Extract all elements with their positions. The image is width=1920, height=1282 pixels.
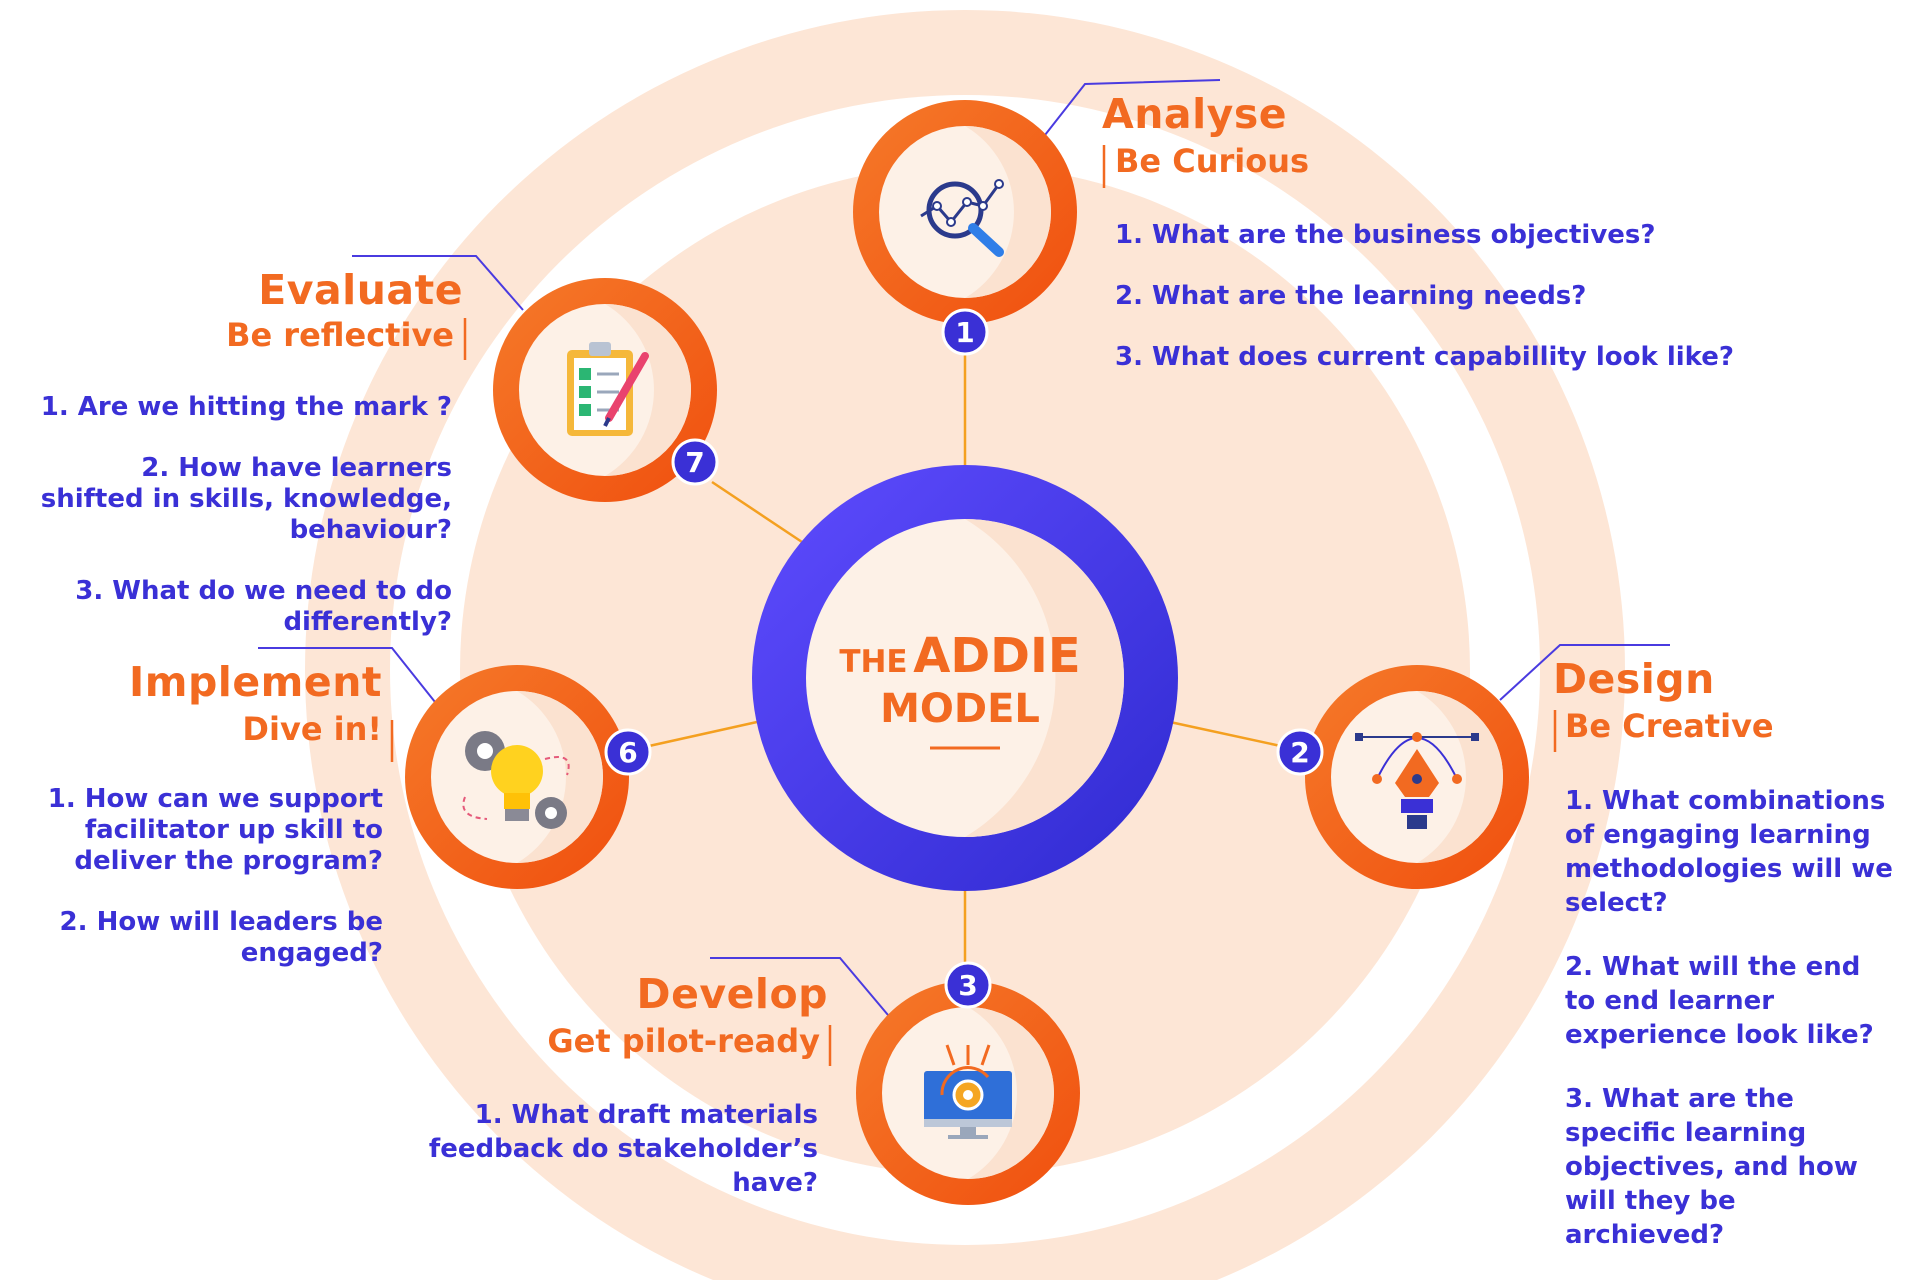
develop-title: Develop [636, 970, 828, 1018]
analyse-ring-shade [965, 126, 1051, 298]
evaluate-number-badge: 7 [671, 438, 719, 486]
callout-lines [258, 79, 1670, 1016]
pen-tool-icon [1355, 732, 1479, 829]
stage-node-implement: 6 [405, 665, 652, 889]
clipboard-checklist-icon [567, 342, 649, 436]
develop-question-1: 1. What draft materials feedback do stak… [428, 1100, 818, 1198]
monitor-gear-icon [924, 1044, 1012, 1139]
develop-subtitle: Get pilot-ready [547, 1022, 820, 1060]
center-title-the: THE [839, 644, 908, 680]
connector-lines [639, 345, 1291, 965]
evaluate-number: 7 [685, 446, 704, 479]
center-title-model: MODEL [880, 686, 1040, 732]
design-question-1: 1. What combinations of engaging learnin… [1565, 786, 1893, 918]
analyse-subtitle: Be Curious [1115, 142, 1310, 180]
implement-questions: 1. How can we support facilitator up ski… [15, 784, 383, 999]
evaluate-question-3: 3. What do we need to do differently? [75, 576, 452, 637]
evaluate-question-2: 2. How have learners shifted in skills, … [40, 453, 452, 545]
implement-subtitle: Dive in! [242, 710, 382, 748]
center-title-addie: ADDIE [913, 628, 1081, 684]
analyse-questions: 1. What are the business objectives? 2. … [1115, 220, 1735, 403]
analyse-title: Analyse [1102, 90, 1288, 138]
implement-question-2: 2. How will leaders be engaged? [59, 907, 383, 968]
implement-number: 6 [618, 736, 637, 769]
center-title: THE ADDIE MODEL [820, 628, 1100, 732]
design-ring-shade [1417, 691, 1503, 863]
implement-title: Implement [128, 658, 382, 706]
implement-question-1: 1. How can we support facilitator up ski… [47, 784, 383, 876]
evaluate-questions: 1. Are we hitting the mark ? 2. How have… [40, 392, 452, 668]
implement-ring-shade [517, 691, 603, 863]
design-subtitle: Be Creative [1565, 707, 1774, 745]
center-hub [752, 465, 1178, 891]
stage-node-analyse: 1 [853, 100, 1077, 356]
analyse-question-2: 2. What are the learning needs? [1115, 281, 1587, 311]
analyse-question-1: 1. What are the business objectives? [1115, 220, 1656, 250]
evaluate-subtitle: Be reflective [226, 316, 454, 354]
evaluate-question-1: 1. Are we hitting the mark ? [40, 392, 452, 422]
analyse-number: 1 [955, 316, 974, 349]
develop-number: 3 [958, 969, 977, 1002]
analytics-magnifier-icon [920, 179, 1004, 257]
stage-node-evaluate: 7 [493, 278, 719, 502]
design-number: 2 [1290, 736, 1309, 769]
develop-ring-shade [968, 1007, 1054, 1179]
design-number-badge: 2 [1276, 728, 1324, 776]
evaluate-title: Evaluate [258, 266, 463, 314]
subtitle-bars [390, 145, 1557, 1066]
design-title: Design [1553, 655, 1715, 703]
implement-number-badge: 6 [604, 728, 652, 776]
design-questions: 1. What combinations of engaging learnin… [1565, 784, 1895, 1282]
develop-questions: 1. What draft materials feedback do stak… [420, 1098, 818, 1230]
develop-number-badge: 3 [944, 961, 992, 1009]
evaluate-ring-shade [605, 304, 691, 476]
design-question-3: 3. What are the specific learning object… [1565, 1084, 1858, 1250]
stage-node-design: 2 [1276, 665, 1529, 889]
lightbulb-gears-icon [462, 731, 570, 829]
stage-node-develop: 3 [856, 961, 1080, 1205]
analyse-number-badge: 1 [941, 308, 989, 356]
design-question-2: 2. What will the end to end learner expe… [1565, 952, 1874, 1050]
analyse-question-3: 3. What does current capabillity look li… [1115, 342, 1734, 372]
